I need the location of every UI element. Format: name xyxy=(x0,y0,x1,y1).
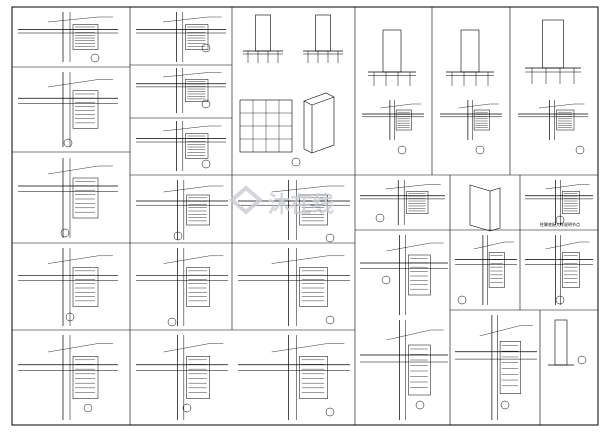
drawing-line xyxy=(47,343,99,353)
drawing-rect xyxy=(554,319,568,366)
sheet-border xyxy=(11,6,599,426)
column-isometric xyxy=(303,92,335,154)
drawing-line xyxy=(545,184,580,190)
detail-callout-circle xyxy=(63,138,73,148)
detail-callout-circle xyxy=(167,317,177,327)
detail-callout-circle xyxy=(291,157,301,167)
detail-callout-circle xyxy=(65,312,75,322)
detail-callout-circle xyxy=(415,400,425,410)
detail-callout-circle xyxy=(457,295,467,305)
drawing-line xyxy=(271,343,328,353)
drawing-rect xyxy=(72,267,99,307)
detail-callout-circle xyxy=(325,233,335,243)
drawing-rect xyxy=(542,19,564,69)
detail-callout-circle xyxy=(201,159,211,169)
detail-callout-circle xyxy=(475,145,485,155)
detail-callout-circle xyxy=(500,400,510,410)
drawing-line xyxy=(163,255,210,264)
side-note: 柱脚底板大样说明节点 xyxy=(540,221,580,227)
drawing-rect xyxy=(562,191,580,214)
detail-callout-circle xyxy=(555,295,565,305)
detail-callout-circle xyxy=(577,355,587,365)
detail-callout-circle xyxy=(83,403,93,413)
drawing-line xyxy=(386,242,431,252)
detail-callout-circle xyxy=(60,228,70,238)
drawing-rect xyxy=(562,252,580,288)
detail-callout-circle xyxy=(575,145,585,155)
drawing-rect xyxy=(72,177,99,219)
drawing-line xyxy=(386,329,431,341)
drawing-line xyxy=(47,255,99,264)
drawing-rect xyxy=(72,356,99,399)
drawing-rect xyxy=(408,254,431,296)
drawing-line xyxy=(162,16,209,23)
drawing-line xyxy=(163,185,210,193)
detail-callout-circle xyxy=(325,407,335,417)
drawing-line xyxy=(163,343,210,353)
panel-grid xyxy=(12,7,598,425)
drawing-line xyxy=(162,72,209,78)
drawing-rect xyxy=(186,356,210,399)
drawing-line xyxy=(458,103,490,109)
drawing-rect xyxy=(406,191,429,214)
drawing-rect xyxy=(299,356,328,399)
detail-callout-circle xyxy=(381,275,391,285)
drawing-line xyxy=(380,103,412,109)
drawing-rect xyxy=(185,24,209,50)
drawing-rect xyxy=(556,109,575,131)
detail-callout-circle xyxy=(201,99,211,109)
drawing-rect xyxy=(186,267,210,307)
drawing-rect xyxy=(299,267,328,307)
drawing-rect xyxy=(473,109,490,131)
drawing-rect xyxy=(185,79,209,102)
detail-callout-circle xyxy=(182,403,192,413)
drawing-rect xyxy=(408,344,431,396)
drawing-rect xyxy=(499,341,521,394)
drawing-line xyxy=(162,125,209,132)
drawing-rect xyxy=(186,194,210,226)
drawing-rect xyxy=(488,252,505,288)
drawing-rect xyxy=(460,29,480,73)
watermark-text: 沐在线 xyxy=(268,192,334,218)
drawing-rect xyxy=(185,133,209,159)
drawing-rect xyxy=(255,14,271,52)
detail-callout-circle xyxy=(173,231,183,241)
drawing-line xyxy=(545,241,580,250)
drawing-line xyxy=(271,255,328,264)
drawing-rect xyxy=(299,194,328,226)
drawing-line xyxy=(479,325,521,337)
column-stub-isometric xyxy=(469,184,501,232)
drawing-rect xyxy=(382,29,402,73)
drawing-line xyxy=(47,79,99,88)
detail-callout-circle xyxy=(375,213,385,223)
drawing-line xyxy=(47,16,99,23)
detail-callout-circle xyxy=(90,53,100,63)
drawing-rect xyxy=(72,24,99,50)
drawing-rect xyxy=(395,109,412,131)
detail-callout-circle xyxy=(201,43,211,53)
drawing-line xyxy=(47,165,99,175)
watermark: 沐在线 xyxy=(228,185,334,218)
detail-callout-circle xyxy=(555,215,565,225)
drawing-rect xyxy=(315,14,331,52)
detail-callout-circle xyxy=(397,145,407,155)
drawing-rect xyxy=(72,90,99,129)
detail-callout-circle xyxy=(325,315,335,325)
drawing-line xyxy=(473,241,505,250)
drawing-line xyxy=(538,103,575,109)
drawing-line xyxy=(385,184,429,190)
detail-drawings xyxy=(18,12,593,420)
drawing-line xyxy=(271,185,328,193)
